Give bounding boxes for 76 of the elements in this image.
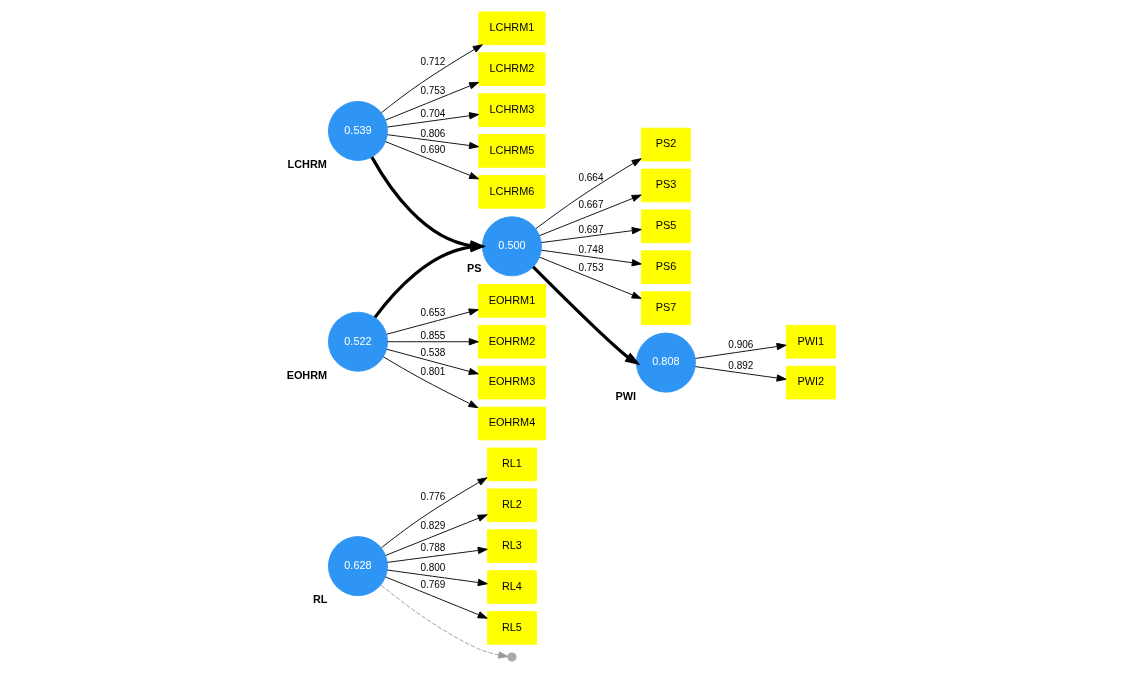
edge-label: 0.800 bbox=[419, 562, 445, 574]
edge-label: 0.697 bbox=[577, 223, 603, 235]
edge-label: 0.788 bbox=[419, 542, 445, 554]
node-box: PS3 bbox=[640, 168, 691, 203]
arrow bbox=[538, 194, 642, 237]
node-box: RL5 bbox=[486, 611, 537, 645]
edge-label: 0.801 bbox=[419, 366, 445, 378]
edge-label: 0.667 bbox=[577, 198, 603, 210]
node-box: PS2 bbox=[640, 127, 691, 162]
edge-label: 0.748 bbox=[577, 244, 603, 256]
arrow bbox=[386, 134, 479, 150]
edge-label: 0.712 bbox=[419, 56, 445, 68]
arrow bbox=[386, 112, 479, 128]
arrow bbox=[694, 342, 787, 359]
node-circle: 0.539 bbox=[327, 100, 388, 161]
node-box: PS6 bbox=[640, 250, 691, 285]
node-box: PS5 bbox=[640, 209, 691, 244]
arrow bbox=[386, 546, 488, 563]
node-circle: 0.500 bbox=[481, 216, 542, 277]
node-box: PS7 bbox=[640, 291, 691, 325]
node-box: EOHRM2 bbox=[477, 324, 546, 359]
edge-label: 0.538 bbox=[419, 347, 445, 359]
edge-label: 0.769 bbox=[419, 578, 445, 590]
node-box: LCHRM2 bbox=[477, 52, 546, 86]
edge-label: 0.753 bbox=[577, 261, 603, 273]
node-box: LCHRM5 bbox=[477, 134, 546, 168]
node-box: LCHRM1 bbox=[477, 11, 546, 46]
edge-label: 0.753 bbox=[419, 84, 445, 96]
node-box: LCHRM6 bbox=[477, 175, 546, 209]
arrow bbox=[384, 514, 488, 556]
arrow bbox=[382, 356, 478, 409]
node-circle: 0.808 bbox=[635, 332, 696, 393]
node-box: RL4 bbox=[486, 570, 537, 604]
node-label: PWI bbox=[615, 389, 636, 402]
arrow bbox=[540, 249, 642, 267]
node-label: EOHRM bbox=[286, 369, 327, 382]
arrow bbox=[540, 227, 642, 244]
node-box: PWI1 bbox=[785, 324, 836, 359]
arrow bbox=[384, 81, 479, 121]
arrow bbox=[385, 348, 479, 375]
node-box: LCHRM3 bbox=[477, 93, 546, 127]
arrow bbox=[380, 584, 508, 659]
edge-label: 0.690 bbox=[419, 144, 445, 156]
arrow bbox=[386, 569, 488, 587]
arrow bbox=[384, 576, 488, 619]
edge-label: 0.906 bbox=[727, 338, 753, 350]
node-box: EOHRM4 bbox=[477, 406, 546, 441]
node-box: RL1 bbox=[486, 447, 537, 482]
node-label: PS bbox=[466, 261, 481, 274]
edge-label: 0.806 bbox=[419, 128, 445, 140]
arrow bbox=[534, 158, 642, 230]
edge-label: 0.653 bbox=[419, 307, 445, 319]
node-box: RL3 bbox=[486, 529, 537, 563]
arrow bbox=[384, 141, 479, 180]
node-circle bbox=[506, 652, 516, 662]
edge-label: 0.704 bbox=[419, 108, 445, 120]
node-box: RL2 bbox=[486, 488, 537, 523]
arrow bbox=[694, 366, 787, 382]
node-circle: 0.522 bbox=[327, 311, 388, 372]
arrow bbox=[386, 338, 479, 346]
node-box: PWI2 bbox=[785, 365, 836, 400]
edge-label: 0.664 bbox=[577, 171, 603, 183]
arrow bbox=[538, 256, 642, 299]
edge-label: 0.829 bbox=[419, 519, 445, 531]
edge-label: 0.776 bbox=[419, 490, 445, 502]
arrow bbox=[380, 477, 487, 549]
node-box: EOHRM1 bbox=[477, 284, 546, 318]
node-box: EOHRM3 bbox=[477, 365, 546, 400]
node-circle: 0.628 bbox=[327, 536, 388, 597]
arrow bbox=[380, 44, 483, 114]
node-label: RL bbox=[312, 593, 328, 606]
edge-label: 0.892 bbox=[727, 359, 753, 371]
node-label: LCHRM bbox=[287, 158, 327, 171]
arrow bbox=[531, 265, 640, 366]
edge-label: 0.855 bbox=[419, 329, 445, 341]
arrow bbox=[385, 308, 479, 335]
